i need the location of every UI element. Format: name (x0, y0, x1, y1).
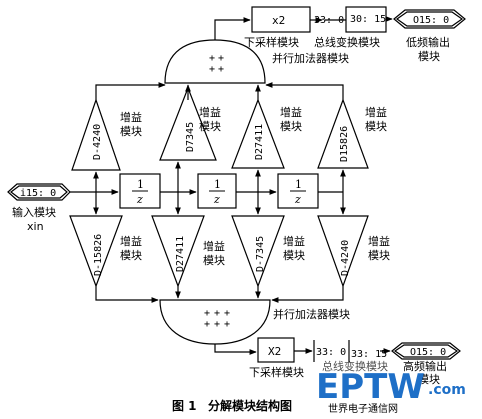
lower-gain-label-2b: 模块 (203, 254, 225, 267)
top-adder-sign-3: + (209, 64, 215, 75)
upper-gain-label-4a: 增益 (365, 105, 387, 119)
upper-gain-label-3a: 增益 (280, 105, 302, 119)
bottom-bus-convert-caption: 总线变换模块 (322, 359, 388, 373)
watermark-site: 世界电子通信网 (328, 402, 398, 415)
bottom-adder-sign-6: + (224, 319, 230, 330)
bottom-adder-sign-5: + (214, 319, 220, 330)
upper-gain-1 (71, 98, 121, 171)
top-bus-right: 30: 15 (350, 14, 386, 25)
bottom-output-caption-1: 高频输出 (403, 359, 447, 373)
bottom-downsample-caption: 下采样模块 (249, 365, 304, 379)
delay-1-num: 1 (137, 178, 144, 191)
lower-gain-4 (317, 215, 369, 288)
lower-gain-label-1a: 增益 (120, 234, 142, 248)
top-output-port (393, 9, 466, 29)
top-bus-left: 33: 0 (314, 15, 344, 26)
input-xin: xin (27, 220, 44, 233)
delay-block-2 (197, 173, 237, 209)
lower-gain-1 (69, 215, 123, 288)
bottom-bus-convert-block (313, 340, 350, 362)
lower-gain-3 (231, 215, 285, 288)
upper-gain-coef-3: D27411 (254, 124, 265, 160)
bottom-adder-sign-2: + (214, 308, 220, 319)
bottom-adder-caption: 并行加法器模块 (273, 307, 350, 321)
bottom-adder-sign-4: + (204, 319, 210, 330)
bottom-output-port (391, 342, 461, 360)
bottom-adder-sign-3: + (224, 308, 230, 319)
bottom-output-caption-2: 模块 (418, 373, 440, 386)
lower-gain-label-2a: 增益 (203, 239, 225, 253)
bottom-x2-label: X2 (268, 345, 281, 358)
bottom-output-label: O15: 0 (410, 347, 446, 358)
watermark-brand: EPTW (316, 367, 425, 407)
lower-gain-label-4b: 模块 (368, 249, 390, 262)
top-adder-sign-4: + (218, 64, 224, 75)
upper-gain-2 (159, 86, 217, 161)
top-output-caption-2: 模块 (418, 50, 440, 63)
upper-gain-coef-1: D-4240 (92, 124, 103, 160)
top-adder-caption: 并行加法器模块 (272, 51, 349, 65)
bottom-parallel-adder (159, 299, 271, 345)
lower-gain-coef-3: D-7345 (255, 236, 266, 272)
watermark-dotcom: .com (428, 382, 466, 398)
lower-gain-label-4a: 增益 (368, 234, 390, 248)
bottom-bus-left: 33: 0 (316, 347, 346, 358)
bottom-adder-sign-1: + (204, 308, 210, 319)
top-output-caption-1: 低频输出 (406, 35, 450, 49)
upper-gain-label-3b: 模块 (280, 120, 302, 133)
bottom-downsample-block (257, 337, 295, 363)
top-output-label: O15: 0 (413, 15, 449, 26)
delay-2-den: z (213, 193, 220, 206)
upper-gain-label-1a: 增益 (120, 110, 142, 124)
lower-gain-coef-1: D-15826 (93, 234, 104, 276)
figure-number: 图 1 (172, 399, 197, 413)
delay-block-1 (119, 173, 161, 209)
lower-gain-2 (151, 215, 205, 288)
upper-gain-label-2a: 增益 (199, 105, 221, 119)
delay-block-3 (277, 173, 319, 209)
top-adder-sign-1: + (209, 53, 215, 64)
top-bus-convert-caption: 总线变换模块 (314, 35, 380, 49)
upper-gain-coef-4: D15826 (339, 126, 350, 162)
input-caption: 输入模块 (12, 205, 56, 219)
upper-gain-label-2b: 模块 (199, 120, 221, 133)
lower-gain-label-1b: 模块 (120, 249, 142, 262)
delay-3-den: z (294, 193, 301, 206)
lower-gain-label-3a: 增益 (283, 234, 305, 248)
input-port-label: i15: 0 (20, 188, 56, 199)
figure-title: 分解模块结构图 (208, 398, 292, 413)
upper-gain-coef-2: D7345 (185, 122, 196, 152)
input-port (7, 183, 71, 201)
lower-gain-coef-2: D27411 (175, 236, 186, 272)
delay-1-den: z (136, 193, 143, 206)
bottom-bus-right: 33: 15 (351, 349, 387, 360)
top-x2-label: x2 (272, 14, 285, 27)
top-adder-sign-2: + (218, 53, 224, 64)
upper-gain-label-4b: 模块 (365, 120, 387, 133)
lower-gain-label-3b: 模块 (283, 249, 305, 262)
top-downsample-caption: 下采样模块 (244, 35, 299, 49)
upper-gain-3 (231, 98, 285, 169)
delay-2-num: 1 (214, 178, 221, 191)
lower-gain-coef-4: D-4240 (340, 240, 351, 276)
delay-3-num: 1 (295, 178, 302, 191)
upper-gain-4 (317, 98, 369, 169)
top-parallel-adder (164, 39, 266, 84)
upper-gain-label-1b: 模块 (120, 125, 142, 138)
